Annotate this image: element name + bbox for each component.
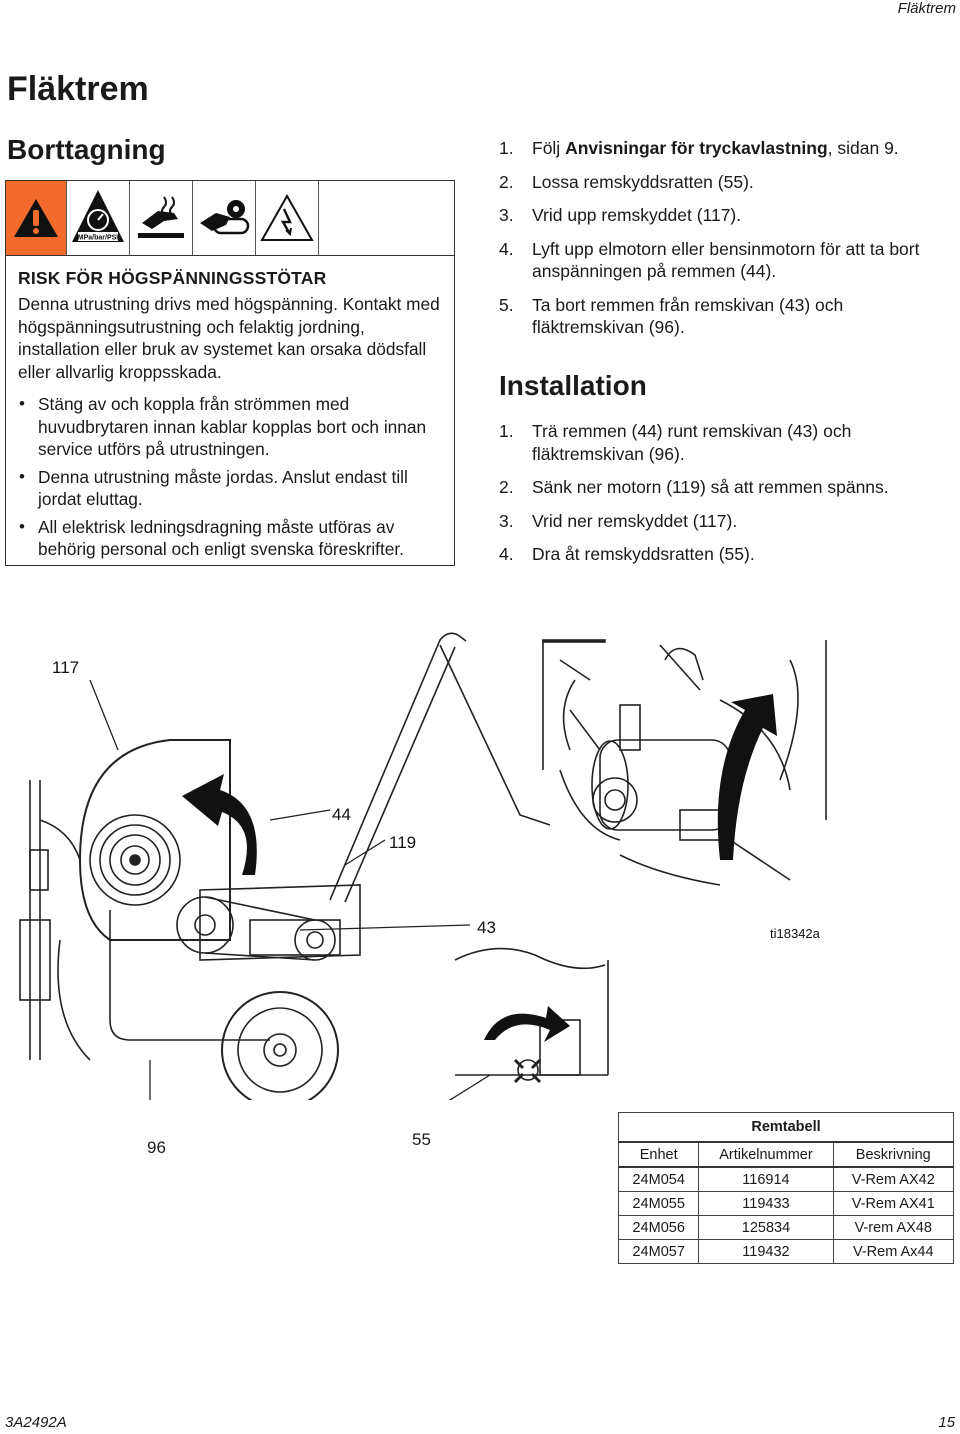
moving-belt-hand-icon	[193, 181, 256, 255]
step-text: Dra åt remskyddsratten (55).	[532, 544, 755, 564]
callout-117: 117	[52, 658, 79, 677]
removal-heading: Borttagning	[7, 134, 166, 165]
table-row: 24M054 116914 V-Rem AX42	[617, 1166, 955, 1192]
column-header: Enhet	[617, 1141, 700, 1168]
step-number: 4.	[499, 238, 514, 259]
warning-bullet: All elektrisk ledningsdragning måste utf…	[18, 516, 444, 561]
table-cell: 119432	[698, 1239, 834, 1264]
belt-replacement-illustration: 117 44 119 43 ti18342a	[19, 632, 827, 1100]
installation-step: 3. Vrid ner remskyddet (117).	[499, 510, 954, 533]
step-text: Vrid ner remskyddet (117).	[532, 510, 738, 531]
warning-title: RISK FÖR HÖGSPÄNNINGSSTÖTAR	[18, 268, 327, 288]
step-number: 3.	[499, 205, 514, 225]
page-title: Fläktrem	[7, 70, 149, 108]
pressure-gauge-icon: MPa/bar/PSI	[67, 181, 130, 255]
installation-step: 1. Trä remmen (44) runt remskivan (43) oc…	[499, 420, 954, 465]
column-header: Beskrivning	[832, 1141, 955, 1168]
page-number: 15	[938, 1414, 955, 1431]
step-text: Lossa remskyddsratten (55).	[532, 171, 754, 192]
removal-step: 3. Vrid upp remskyddet (117).	[499, 204, 954, 227]
installation-heading: Installation	[499, 370, 647, 401]
step-number: 2.	[499, 477, 514, 497]
installation-step: 4. Dra åt remskyddsratten (55).	[499, 543, 954, 566]
step-number: 3.	[499, 510, 514, 531]
table-cell: V-Rem AX41	[832, 1191, 955, 1216]
table-row: 24M056 125834 V-rem AX48	[617, 1215, 955, 1240]
table-cell: V-rem AX48	[832, 1215, 955, 1240]
step-text: Ta bort remmen från remskivan (43) och f…	[532, 294, 844, 338]
table-cell: 125834	[698, 1215, 834, 1240]
callout-119: 119	[389, 833, 416, 852]
warning-text: Denna utrustning drivs med högspänning. …	[18, 294, 440, 382]
step-text: Följ	[532, 138, 566, 158]
table-cell: 24M054	[617, 1166, 700, 1192]
warning-triangle-icon	[6, 181, 67, 255]
step-number: 1.	[499, 138, 514, 158]
callout-55: 55	[412, 1130, 431, 1149]
belt-table: Remtabell Enhet Artikelnummer Beskrivnin…	[617, 1112, 955, 1264]
warning-box: MPa/bar/PSI	[5, 180, 455, 566]
table-cell: V-Rem Ax44	[832, 1239, 955, 1264]
callout-96: 96	[147, 1138, 166, 1157]
electric-shock-icon	[256, 181, 319, 255]
warning-icon-row: MPa/bar/PSI	[6, 181, 454, 256]
table-row: 24M055 119433 V-Rem AX41	[617, 1191, 955, 1216]
step-number: 5.	[499, 294, 514, 315]
warning-bullet: Denna utrustning måste jordas. Anslut en…	[18, 466, 444, 511]
empty-icon-cell	[319, 181, 454, 255]
step-text: Vrid upp remskyddet (117).	[532, 205, 742, 225]
table-cell: 24M055	[617, 1191, 700, 1216]
installation-steps: 1. Trä remmen (44) runt remskivan (43) oc…	[499, 420, 954, 577]
gauge-unit-label: MPa/bar/PSI	[78, 235, 119, 242]
document-number: 3A2492A	[5, 1414, 67, 1431]
step-text: Lyft upp elmotorn eller bensinmotorn för…	[532, 238, 920, 282]
warning-bullet: Stäng av och koppla från strömmen med hu…	[18, 393, 444, 461]
removal-step: 2. Lossa remskyddsratten (55).	[499, 171, 954, 194]
step-link-text: Anvisningar för tryckavlastning	[565, 138, 828, 158]
hot-surface-hand-icon	[130, 181, 193, 255]
table-cell: 24M056	[617, 1215, 700, 1240]
table-cell: V-Rem AX42	[832, 1166, 955, 1192]
table-cell: 119433	[698, 1191, 834, 1216]
warning-bullets: Stäng av och koppla från strömmen med hu…	[18, 393, 444, 561]
step-number: 4.	[499, 544, 514, 564]
step-number: 1.	[499, 421, 514, 441]
table-cell: 24M057	[617, 1239, 700, 1264]
table-header-row: Enhet Artikelnummer Beskrivning	[617, 1141, 955, 1168]
removal-step: 5. Ta bort remmen från remskivan (43) och…	[499, 294, 954, 339]
column-header: Artikelnummer	[698, 1141, 834, 1168]
removal-step: 4. Lyft upp elmotorn eller bensinmotorn f…	[499, 238, 954, 283]
table-cell: 116914	[698, 1166, 834, 1192]
table-caption: Remtabell	[618, 1112, 954, 1143]
table-row: 24M057 119432 V-Rem Ax44	[617, 1239, 955, 1264]
figure-id: ti18342a	[770, 926, 821, 941]
step-text: Sänk ner motorn (119) så att remmen spän…	[532, 477, 889, 497]
step-text: Trä remmen (44) runt remskivan (43) och …	[532, 421, 852, 464]
callout-44: 44	[332, 805, 351, 824]
removal-steps: 1. Följ Anvisningar för tryckavlastning, …	[499, 137, 954, 350]
removal-step: 1. Följ Anvisningar för tryckavlastning, …	[499, 137, 954, 160]
step-number: 2.	[499, 171, 514, 192]
step-text: , sidan 9.	[827, 138, 899, 158]
callout-43: 43	[477, 918, 496, 937]
installation-step: 2. Sänk ner motorn (119) så att remmen sp…	[499, 476, 954, 499]
running-header: Fläktrem	[897, 0, 956, 17]
